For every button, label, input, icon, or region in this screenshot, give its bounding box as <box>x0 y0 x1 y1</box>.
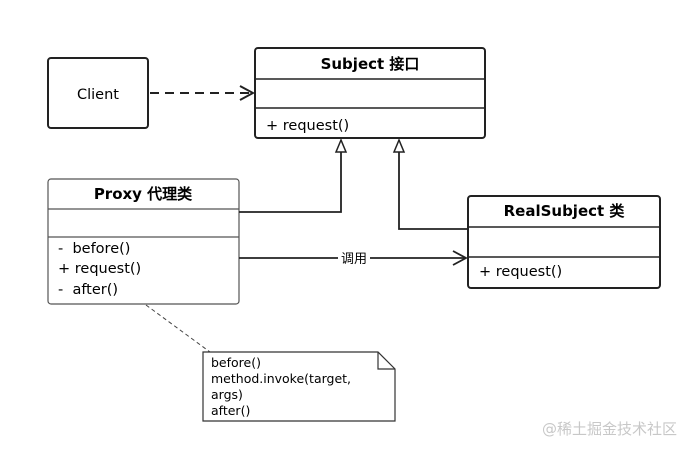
subject-interface-box: Subject 接口 + request() <box>254 47 486 139</box>
proxy-title: Proxy 代理类 <box>94 185 193 203</box>
note-connector <box>145 304 211 353</box>
note-line-4: after() <box>211 403 250 418</box>
proxy-method-request: + request() <box>58 261 141 277</box>
subject-title: Subject 接口 <box>321 55 420 73</box>
note-line-1: before() <box>211 355 261 370</box>
subject-method: + request() <box>266 118 349 134</box>
note-line-2: method.invoke(target, <box>211 371 351 386</box>
call-association-arrow: 调用 <box>239 250 468 267</box>
proxy-method-before: - before() <box>58 241 130 257</box>
real-subject-class-box: RealSubject 类 + request() <box>467 195 661 289</box>
call-label: 调用 <box>341 252 367 267</box>
real-subject-title: RealSubject 类 <box>504 202 626 220</box>
watermark: @稀土掘金技术社区 <box>542 420 677 438</box>
real-subject-realization-arrow <box>392 138 468 230</box>
proxy-realization-arrow <box>239 138 348 213</box>
real-subject-method: + request() <box>479 264 562 280</box>
client-label: Client <box>77 87 119 103</box>
client-box: Client <box>47 57 149 129</box>
note-box: before() method.invoke(target, args) aft… <box>202 351 396 422</box>
note-line-3: args) <box>211 387 243 402</box>
proxy-method-after: - after() <box>58 282 118 298</box>
client-dependency-arrow <box>150 85 256 101</box>
proxy-class-box: Proxy 代理类 - before() + request() - after… <box>47 178 240 305</box>
